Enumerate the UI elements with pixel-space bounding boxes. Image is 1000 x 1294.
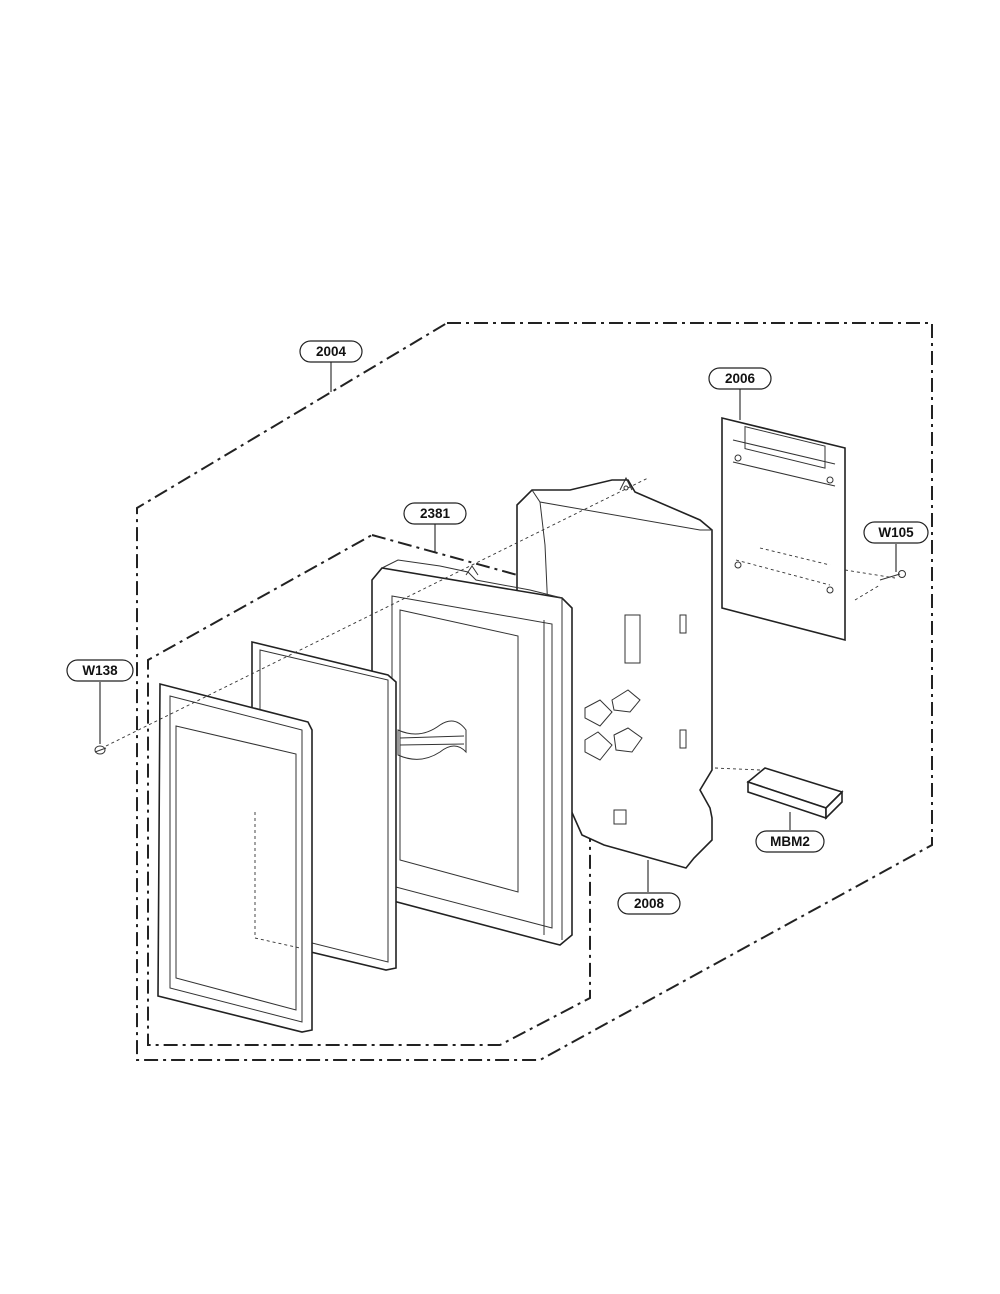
svg-text:W138: W138 bbox=[82, 663, 118, 678]
svg-text:2006: 2006 bbox=[725, 371, 756, 386]
svg-text:W105: W105 bbox=[878, 525, 914, 540]
svg-text:2381: 2381 bbox=[420, 506, 451, 521]
callout-w138: W138 bbox=[66, 659, 134, 682]
pcb-part bbox=[721, 416, 896, 642]
svg-text:MBM2: MBM2 bbox=[770, 834, 810, 849]
callout-2004: 2004 bbox=[299, 340, 363, 363]
front-panel-part bbox=[157, 682, 313, 1033]
flex-cable bbox=[397, 720, 467, 760]
frame-part bbox=[371, 559, 573, 946]
svg-text:2004: 2004 bbox=[316, 344, 347, 359]
svg-text:2008: 2008 bbox=[634, 896, 665, 911]
screw-w138 bbox=[94, 477, 649, 755]
leader-lines bbox=[99, 362, 897, 892]
callout-2008: 2008 bbox=[617, 892, 681, 915]
callout-w105: W105 bbox=[863, 521, 929, 544]
screw-w105 bbox=[879, 570, 906, 581]
callout-mbm2: MBM2 bbox=[755, 830, 825, 853]
callout-2006: 2006 bbox=[708, 367, 772, 390]
callout-2381: 2381 bbox=[403, 502, 467, 525]
module-mbm2 bbox=[714, 767, 844, 820]
assembly-2004-boundary bbox=[136, 322, 933, 1061]
